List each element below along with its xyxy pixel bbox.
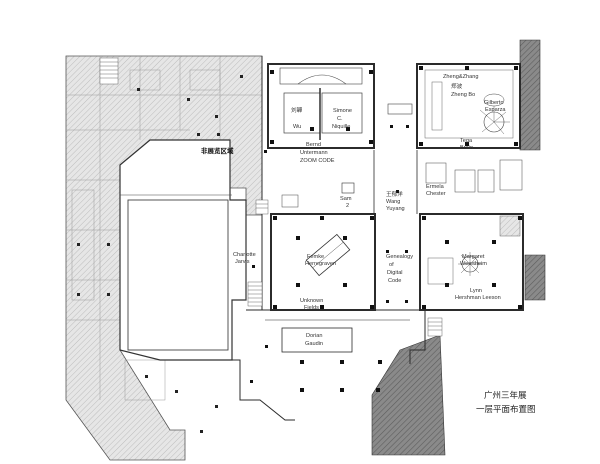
- artist-a5: 王郁洋: [386, 190, 403, 198]
- gallery-top-left: [270, 67, 373, 144]
- artist-a13d: Code: [388, 278, 401, 284]
- plan-title-line2: 一层平面布置图: [476, 404, 536, 415]
- artist-a14: Unknown: [300, 298, 323, 304]
- right-building: [371, 39, 546, 456]
- artist-a10: Tega: [460, 138, 473, 144]
- artist-a8: Zheng&Zhang: [443, 74, 478, 80]
- artist-a6: Ermela: [426, 184, 445, 190]
- gallery-mid-right: [422, 215, 522, 309]
- gallery-top-right: [419, 66, 518, 146]
- artist-a13b: of: [389, 262, 394, 268]
- artist-a16: Lynn: [470, 288, 482, 294]
- artist-a1-latin: Wu: [293, 124, 301, 130]
- artist-a14b: Fields: [304, 305, 319, 311]
- artist-a15: Margaret: [462, 254, 485, 260]
- plan-title-line1: 广州三年展: [484, 390, 527, 401]
- artist-a15b: Weertheim: [460, 261, 487, 267]
- artist-a2: Simone: [333, 108, 352, 114]
- artist-a2c: Niquille: [332, 124, 350, 130]
- non-exhibition-label: 非展览区域: [201, 146, 234, 155]
- artist-a3b: Untermann: [300, 150, 328, 156]
- gallery-mid-left: [273, 216, 374, 309]
- artist-a11b: Jarvis: [235, 259, 250, 265]
- artist-a7b: Zheng Bo: [451, 92, 475, 98]
- artist-a13c: Digital: [387, 270, 403, 276]
- artist-a10b: Brain: [460, 145, 473, 151]
- artist-a1: 刘韡: [291, 106, 303, 114]
- artist-a5-latin-2: Yuyang: [386, 206, 405, 212]
- artist-a3c: ZOOM CODE: [300, 158, 335, 164]
- artist-a4b: 2: [346, 203, 349, 209]
- artist-a11: Charlotte: [233, 252, 256, 258]
- artist-a9b: Esparza: [485, 107, 506, 113]
- artist-a3: Bernd: [306, 142, 321, 148]
- artist-a12b: Herregraven: [305, 261, 336, 267]
- artist-a4: Sam: [340, 196, 352, 202]
- corridor-details: [247, 103, 523, 392]
- artist-a16b: Hershman Leeson: [455, 295, 501, 301]
- artist-a5-latin-1: Wang: [386, 199, 400, 205]
- artist-a7: 郑波: [451, 82, 463, 90]
- artist-a12: Femke: [307, 254, 324, 260]
- artist-a9: Gilberto: [484, 100, 504, 106]
- artist-a17b: Gaudin: [305, 341, 323, 347]
- gallery-walls: [232, 56, 524, 421]
- artist-a13: Genealogy: [386, 254, 413, 260]
- courtyard: [119, 139, 247, 361]
- artist-a2b: C.: [337, 116, 343, 122]
- artist-a17: Dorian: [306, 333, 322, 339]
- artist-a6b: Chester: [426, 191, 446, 197]
- labels: 非展览区域 刘韡 Wu Simone C. Niquille Bernd Unt…: [201, 74, 536, 415]
